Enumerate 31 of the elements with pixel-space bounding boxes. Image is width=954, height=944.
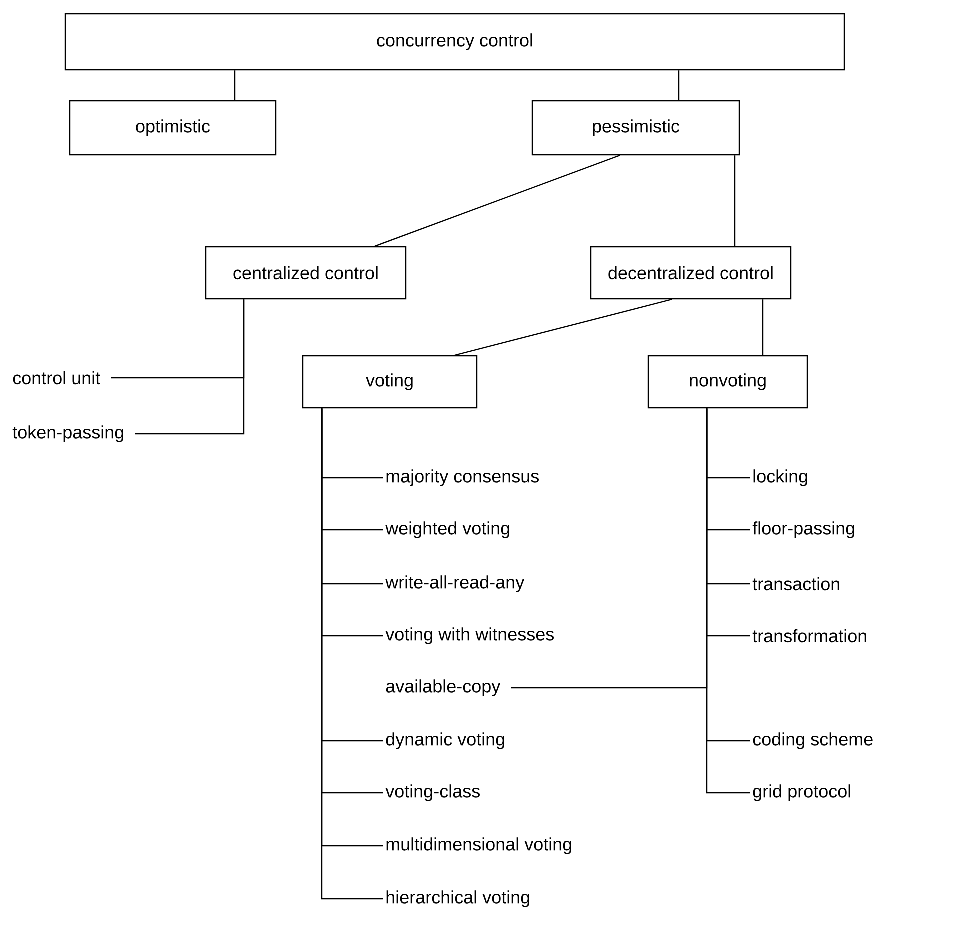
connector-line	[762, 300, 764, 356]
connector-line	[454, 299, 672, 356]
connector-line	[135, 300, 245, 435]
leaf-label: multidimensional voting	[386, 838, 572, 854]
tree-box: decentralized control	[590, 246, 792, 300]
tree-box: voting	[302, 355, 478, 409]
tree-box: pessimistic	[532, 100, 740, 156]
connector-line	[678, 70, 680, 100]
tree-box: nonvoting	[648, 355, 808, 409]
connector-line	[374, 155, 620, 247]
leaf-label: hierarchical voting	[386, 890, 530, 908]
leaf-label: coding scheme	[753, 732, 873, 750]
connector-line	[234, 70, 236, 100]
tree-box: centralized control	[205, 246, 407, 300]
leaf-label: write-all-read-any	[386, 576, 525, 592]
leaf-label: floor-passing	[752, 522, 854, 538]
leaf-label: locking	[754, 470, 808, 486]
leaf-label: available-copy	[386, 680, 501, 696]
leaf-label: majority consensus	[386, 470, 539, 486]
connector-line	[734, 156, 736, 246]
leaf-label: control unit	[13, 371, 100, 385]
leaf-label: transformation	[752, 629, 866, 643]
tree-box: optimistic	[69, 100, 277, 156]
leaf-label: weighted voting	[386, 522, 510, 538]
leaf-label: grid protocol	[753, 784, 850, 802]
tree-box: concurrency control	[64, 13, 846, 71]
leaf-label: voting with witnesses	[386, 628, 554, 644]
leaf-label: dynamic voting	[386, 732, 504, 750]
leaf-label: voting-class	[386, 784, 480, 802]
leaf-label: transaction	[752, 577, 840, 591]
leaf-label: token-passing	[12, 426, 124, 442]
